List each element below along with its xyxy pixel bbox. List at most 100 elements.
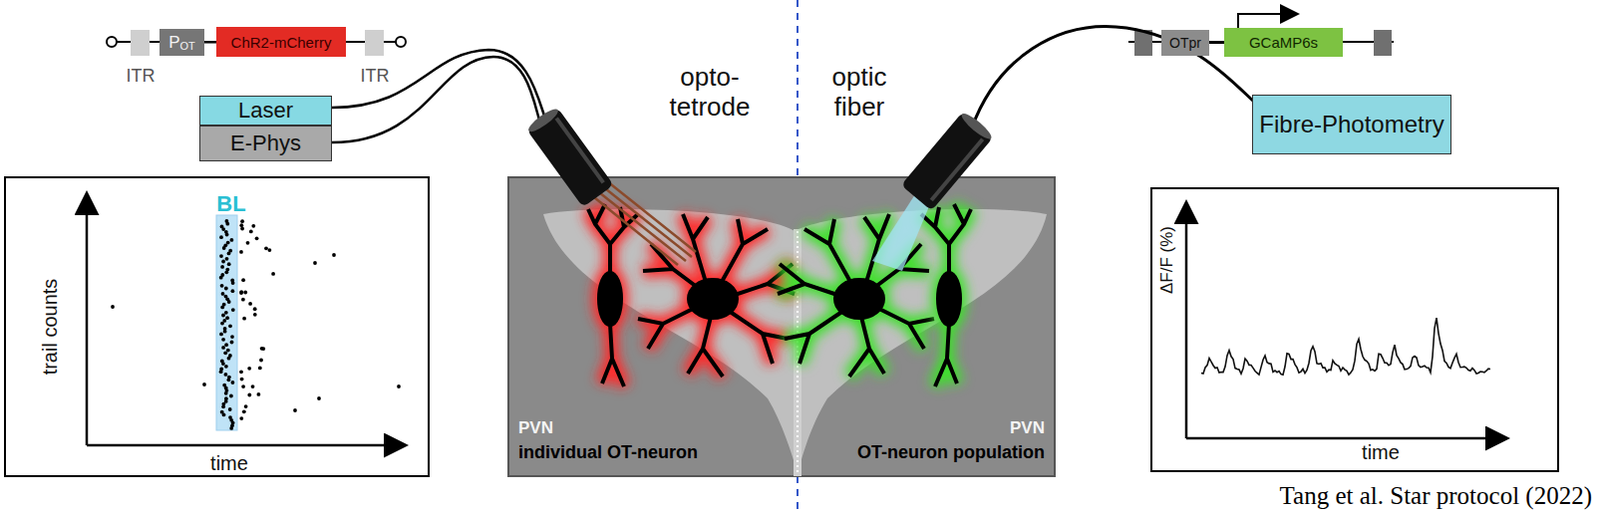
spike-dot [220, 306, 225, 311]
spike-dot [229, 426, 234, 431]
node-text: trail counts [38, 279, 62, 376]
promoter-box: POT [159, 28, 205, 56]
promoter-box: OTpr [1161, 29, 1210, 56]
spike-dot [244, 404, 249, 409]
spike-dot [224, 372, 229, 377]
spike-dot [242, 317, 247, 321]
spike-dot [227, 377, 232, 382]
spike-dot [224, 287, 229, 292]
spike-dot [241, 278, 246, 283]
spike-dot [240, 377, 245, 382]
spike-dot [259, 358, 264, 363]
ephys-box: E-Phys [199, 125, 332, 162]
spike-dot [268, 248, 273, 253]
divider [796, 0, 799, 178]
spike-dot [293, 408, 298, 413]
node-text: Laser [238, 97, 294, 124]
spike-dot [239, 250, 244, 255]
spike-dot [224, 270, 229, 275]
node-text: OT [180, 39, 196, 52]
cable [331, 49, 547, 143]
pvn-slice: PVNindividual OT-neuronPVNOT-neuron popu… [508, 177, 1055, 477]
node-text: Fibre-Photometry [1259, 110, 1444, 139]
spike-dot [228, 407, 233, 412]
spike-dot [251, 384, 256, 389]
spike-dot [239, 291, 244, 296]
divider [796, 476, 799, 512]
spike-dot [225, 257, 230, 262]
construct-right [1128, 13, 1394, 56]
brain-slice [508, 177, 1055, 477]
spike-dot [239, 223, 244, 228]
spike-dot [224, 311, 229, 316]
label: opto- tetrode [649, 61, 770, 122]
spike-dot [258, 366, 263, 371]
spike-dot [220, 284, 225, 289]
node-text: P [168, 32, 180, 53]
optic-fiber [872, 26, 1267, 272]
node-text: time [210, 452, 249, 476]
spike-dot [225, 222, 230, 227]
spike-dot [241, 298, 246, 303]
node-text: OT-neuron population [857, 442, 1045, 464]
spike-dot [227, 300, 232, 305]
spike-dot [396, 384, 401, 389]
spike-dot [220, 321, 225, 326]
spike-dot [221, 345, 226, 350]
spike-dot [224, 391, 229, 396]
spike-dot [229, 394, 234, 399]
spike-dot [222, 413, 227, 418]
spike-dot [230, 238, 235, 243]
photometry-box: Fibre-Photometry [1252, 94, 1452, 155]
node-text: time [1361, 441, 1400, 465]
spike-dot [257, 392, 262, 397]
spike-dot [219, 235, 224, 240]
node-text: BL [216, 191, 246, 218]
spike-dot [240, 219, 245, 224]
connector [204, 41, 217, 44]
node-text: ΔF/F (%) [1157, 226, 1178, 295]
spike-dot [227, 252, 232, 257]
spike-dot [221, 337, 226, 342]
spike-dot [223, 329, 228, 334]
spike-dot [221, 260, 226, 265]
raster-panel: BL trail counts time [4, 177, 429, 477]
spike-dot [219, 369, 224, 374]
spike-dot [253, 307, 258, 312]
spike-dot [231, 281, 236, 286]
neuron-green [777, 204, 971, 387]
spike-dot [231, 380, 236, 385]
spike-dot [247, 366, 252, 371]
node-text: PVN [1009, 418, 1045, 439]
caption: Tang et al. Star protocol (2022) [1280, 482, 1593, 511]
node-text: GCaMP6s [1249, 33, 1318, 51]
spike-dot [230, 340, 235, 345]
gene-box: ChR2-mCherry [216, 26, 346, 57]
spike-dot [271, 272, 276, 277]
spike-dot [243, 291, 248, 296]
label: ITR [120, 65, 161, 87]
connector [1209, 41, 1225, 44]
spike-dot [264, 246, 269, 251]
spike-dot [221, 404, 226, 409]
node-text: ChR2-mCherry [231, 33, 332, 51]
spike-dot [219, 332, 224, 337]
label: ITR [354, 65, 395, 87]
spike-dot [248, 302, 253, 307]
spike-dot [260, 346, 265, 351]
spike-dot [331, 253, 336, 258]
spike-dot [246, 241, 251, 246]
spike-dot [239, 416, 244, 421]
spike-dot [220, 265, 225, 270]
spike-dot [313, 261, 318, 266]
spike-dot [317, 396, 321, 401]
spike-dot [223, 350, 228, 355]
spike-dot [239, 369, 244, 374]
spike-dot [221, 314, 226, 319]
spike-dot [228, 323, 233, 328]
laser-box: Laser [199, 95, 332, 126]
spike-dot [227, 262, 232, 267]
spike-dot [247, 393, 252, 398]
